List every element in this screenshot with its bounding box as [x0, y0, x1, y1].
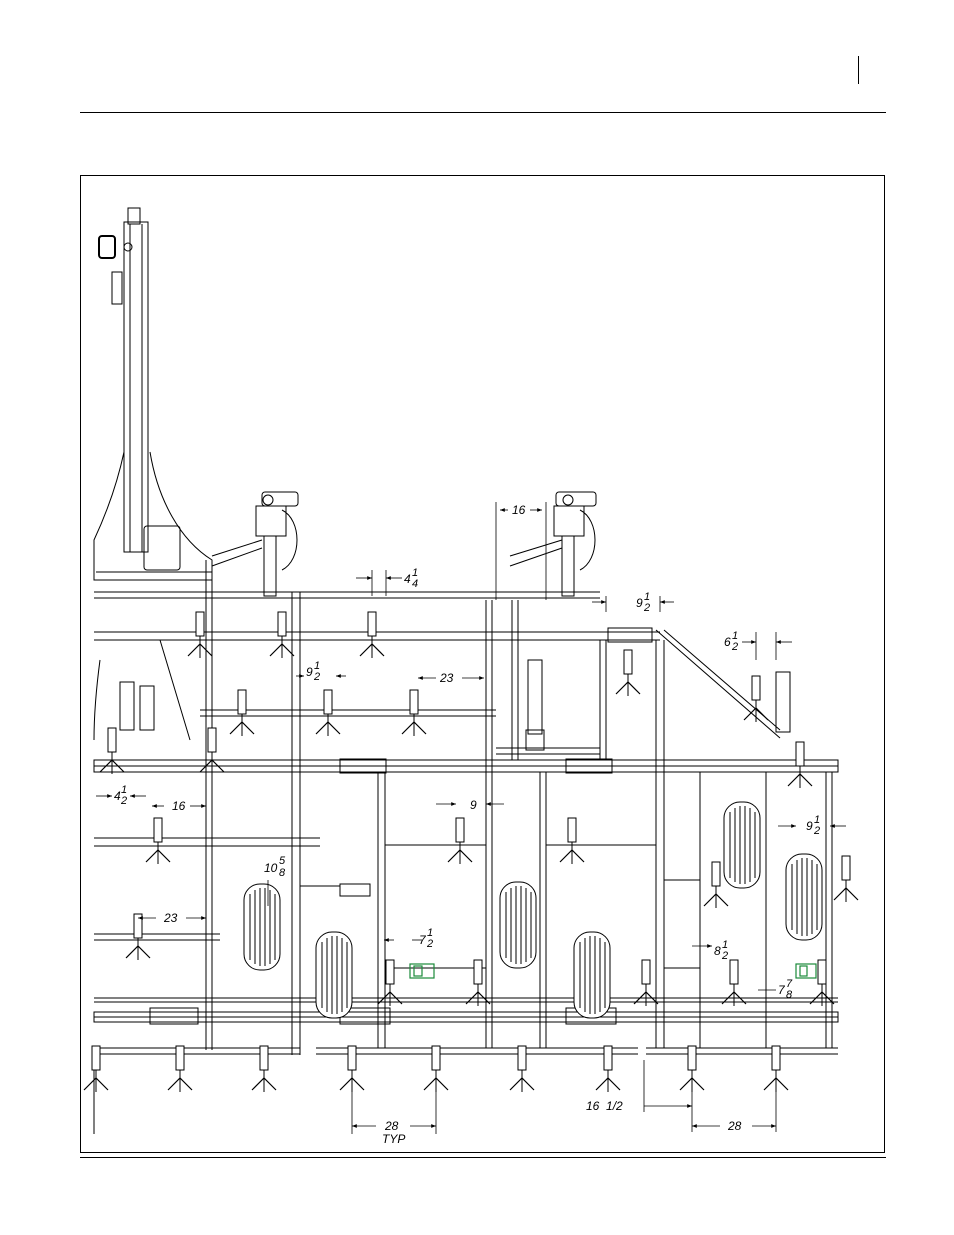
- dim-23-lower: 23: [163, 911, 178, 925]
- dim-8-1-2-den: 2: [721, 950, 728, 962]
- wheels: [244, 802, 822, 1018]
- dim-10-5-8-whole: 10: [264, 861, 278, 875]
- dim-28-typ: 28: [384, 1119, 399, 1133]
- dim-4-1-4-whole: 4: [404, 572, 411, 586]
- dimension-labels: 16 4 1 4 9 1 2 6 1 2 23 9 1 2 4 1 2 16 9…: [114, 503, 820, 1146]
- dim-7-7-8-whole: 7: [778, 983, 786, 997]
- highlighted-brackets: [410, 964, 816, 978]
- dim-10-5-8-den: 8: [279, 867, 286, 879]
- dim-6-1-2-whole: 6: [724, 635, 731, 649]
- dim-9-1-2-right-whole: 9: [636, 596, 643, 610]
- dim-16-1-2: 16 1/2: [586, 1099, 623, 1113]
- dim-typ-label: TYP: [382, 1132, 405, 1146]
- dim-7-1-2-whole: 7: [419, 933, 427, 947]
- misc-hardware: [94, 628, 790, 1134]
- longitudinal-members: [94, 560, 832, 1055]
- lift-assembly-center: [510, 492, 596, 760]
- dim-7-1-2-den: 2: [426, 938, 433, 950]
- tongue-hitch: [94, 208, 212, 580]
- dim-4-1-4-den: 4: [412, 578, 418, 590]
- dim-8-1-2-whole: 8: [714, 944, 721, 958]
- dim-9-center: 9: [470, 798, 477, 812]
- dim-7-7-8-den: 8: [786, 989, 793, 1001]
- dim-9-1-2-right-den: 2: [643, 602, 650, 614]
- dim-28-right: 28: [727, 1119, 742, 1133]
- dim-9-1-2-far-den: 2: [813, 825, 820, 837]
- dim-23-upper: 23: [439, 671, 454, 685]
- dim-4-1-2-den: 2: [120, 795, 127, 807]
- dim-9-1-2-far-whole: 9: [806, 819, 813, 833]
- dim-6-1-2-den: 2: [731, 641, 738, 653]
- dim-9-1-2-mid-den: 2: [313, 671, 320, 683]
- dim-16-top: 16: [512, 503, 526, 517]
- dim-10-5-8-num: 5: [279, 855, 286, 867]
- dim-16-left: 16: [172, 799, 186, 813]
- dim-4-1-2-whole: 4: [114, 789, 121, 803]
- dim-9-1-2-mid-whole: 9: [306, 665, 313, 679]
